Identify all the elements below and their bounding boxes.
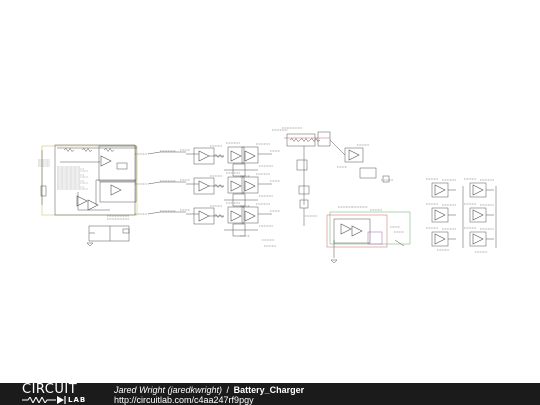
op-amp-symbol xyxy=(110,184,122,196)
op-amp-symbol xyxy=(87,199,99,211)
pin xyxy=(116,162,128,170)
ground-symbol xyxy=(86,242,94,247)
wire xyxy=(147,151,186,155)
project-title[interactable]: Battery_Charger xyxy=(233,385,305,395)
op-amp-symbol xyxy=(198,150,210,162)
circuitlab-logo[interactable]: CIRCUIT LAB xyxy=(22,382,94,404)
highlight-box-purple xyxy=(367,231,383,245)
amplifier-stage xyxy=(241,206,259,224)
resistor-symbol xyxy=(213,184,225,188)
logo-resistor-icon xyxy=(22,397,56,403)
op-amp-symbol xyxy=(340,223,352,235)
capacitor-block xyxy=(296,159,308,171)
wire xyxy=(147,211,186,215)
resistor-symbol xyxy=(213,214,225,218)
op-amp-symbol xyxy=(472,184,484,196)
power-supply-block xyxy=(88,225,130,242)
op-amp-symbol xyxy=(472,233,484,245)
pin xyxy=(232,193,246,207)
logo-brand-bottom: LAB xyxy=(68,396,87,404)
author-link[interactable]: Jared Wright (jaredkwright) xyxy=(114,385,223,395)
pin xyxy=(122,228,130,234)
amplifier-stage xyxy=(241,176,259,194)
resistor-symbol xyxy=(213,154,225,158)
wire xyxy=(77,192,110,211)
resistor-symbol xyxy=(309,138,321,142)
schematic-canvas xyxy=(38,127,497,264)
sub-block xyxy=(99,181,137,203)
op-amp-symbol xyxy=(230,180,242,192)
op-amp-symbol xyxy=(198,180,210,192)
highlight-box-red xyxy=(326,214,388,248)
footer-bar xyxy=(0,383,540,405)
amplifier-stage xyxy=(227,146,245,164)
logo-diode-icon xyxy=(57,396,66,404)
probe xyxy=(40,185,47,197)
op-amp-symbol xyxy=(434,233,446,245)
project-url[interactable]: http://circuitlab.com/c4aa247rf9pgy xyxy=(114,395,254,405)
amplifier-stage xyxy=(241,146,259,164)
resistor-symbol xyxy=(299,138,311,142)
pin xyxy=(382,175,390,183)
resistor-symbol xyxy=(63,148,75,152)
charger-ic-block xyxy=(333,218,371,244)
op-amp-symbol xyxy=(244,150,256,162)
op-amp-symbol xyxy=(472,209,484,221)
op-amp-symbol xyxy=(244,180,256,192)
op-amp-symbol xyxy=(198,210,210,222)
pin xyxy=(232,223,246,237)
op-amp-symbol xyxy=(244,210,256,222)
component-box xyxy=(359,167,377,179)
sub-block xyxy=(98,145,137,182)
op-amp-symbol xyxy=(434,184,446,196)
wire xyxy=(394,239,405,247)
resistor-symbol xyxy=(81,148,93,152)
resistor-symbol xyxy=(103,148,115,152)
op-amp-symbol xyxy=(230,150,242,162)
op-amp-symbol xyxy=(76,195,88,207)
op-amp-symbol xyxy=(351,225,363,237)
component-box xyxy=(317,131,331,147)
op-amp-symbol xyxy=(230,210,242,222)
pin xyxy=(298,185,310,195)
op-amp-symbol xyxy=(434,209,446,221)
op-amp-symbol xyxy=(100,155,112,167)
attribution-line: Jared Wright (jaredkwright) / Battery_Ch… xyxy=(114,385,304,395)
resistor-symbol xyxy=(289,138,301,142)
amplifier-stage xyxy=(227,206,245,224)
attribution-separator: / xyxy=(226,385,230,395)
ground-symbol xyxy=(330,259,338,264)
logo-brand-top: CIRCUIT xyxy=(22,382,78,397)
amplifier-stage xyxy=(227,176,245,194)
op-amp-symbol xyxy=(348,149,360,161)
pin xyxy=(232,163,246,177)
wire xyxy=(147,181,186,185)
wire xyxy=(329,139,346,156)
